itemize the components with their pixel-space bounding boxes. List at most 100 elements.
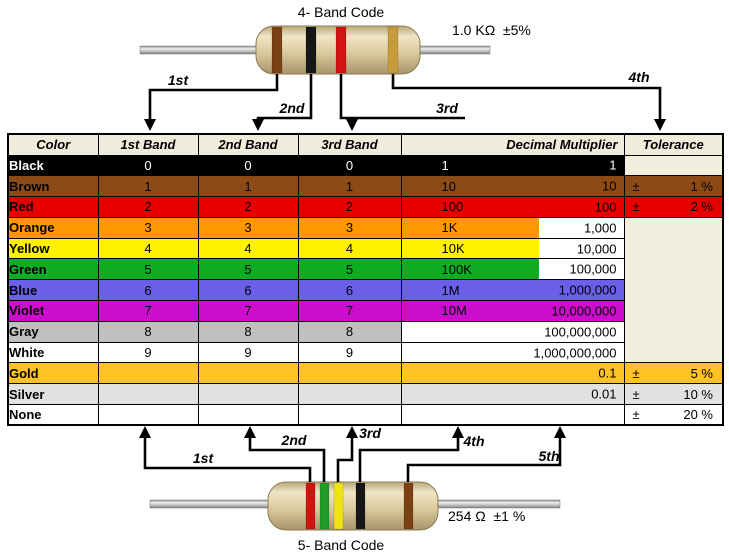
arrow-4th-line — [391, 74, 662, 121]
multiplier-value: 100 — [594, 199, 617, 215]
band-3-digit-cell: 8 — [297, 320, 402, 343]
bottom-arrow-label-3rd: 3rd — [359, 425, 381, 441]
arrowhead-4th — [452, 426, 464, 438]
arrow-4th-line — [358, 436, 460, 482]
decimal-multiplier-cell: 10K 10,000 — [400, 237, 625, 260]
bottom-arrows — [143, 436, 562, 482]
arrowhead-4th — [654, 119, 666, 131]
band-3-digit-cell: 3 — [297, 216, 402, 239]
tolerance-cell: ±20 % — [623, 404, 724, 426]
band-2-digit-cell: 4 — [197, 237, 299, 260]
multiplier-value: 1,000,000 — [558, 282, 617, 298]
multiplier-shorthand: 1 — [441, 157, 449, 173]
tolerance-percent: 20 % — [683, 407, 713, 423]
band-2-digit-cell: 0 — [197, 154, 299, 177]
four-band-resistor — [139, 25, 491, 75]
plus-minus-sign: ± — [632, 365, 640, 381]
multiplier-value: 0.1 — [598, 365, 617, 381]
top-arrowheads — [144, 119, 666, 131]
tolerance-value: ±10 % — [625, 387, 722, 402]
band-1-red — [305, 482, 316, 530]
multiplier-shorthand: 1M — [441, 282, 460, 298]
multiplier-value: 1 — [609, 157, 617, 173]
decimal-multiplier-cell: 0.01 — [400, 383, 625, 406]
arrowhead-3rd — [346, 426, 358, 438]
band-2-digit-cell: 7 — [197, 300, 299, 322]
band-1-digit-cell: 0 — [97, 154, 199, 177]
band-2-digit-cell: 6 — [197, 279, 299, 302]
color-name-cell: Red — [7, 196, 99, 218]
multiplier-shorthand: 10M — [441, 303, 467, 319]
band-2-black — [305, 26, 317, 74]
multiplier-value: 100,000,000 — [544, 324, 617, 340]
four-band-code-title: 4- Band Code — [297, 4, 385, 20]
band-2-digit-cell: 2 — [197, 196, 299, 218]
decimal-multiplier-cell: 10M 10,000,000 — [400, 300, 625, 322]
column-header-2nd-band: 2nd Band — [197, 133, 299, 156]
band-1-digit-cell: 1 — [97, 175, 199, 198]
multiplier-shorthand: 10 — [441, 178, 456, 194]
band-1-digit-cell: 2 — [97, 196, 199, 218]
band-4-gold — [387, 26, 399, 74]
band-1-digit-cell: 8 — [97, 320, 199, 343]
band-1-digit-cell: 6 — [97, 279, 199, 302]
top-arrow-label-2nd: 2nd — [279, 100, 305, 116]
color-name-cell: Gold — [7, 362, 99, 385]
five-band-code-title: 5- Band Code — [297, 537, 385, 553]
band-2-digit-cell: 5 — [197, 258, 299, 281]
tolerance-percent: 2 % — [690, 199, 713, 215]
arrowhead-1st — [144, 119, 156, 131]
five-band-resistor — [149, 481, 561, 531]
multiplier-value: 1,000 — [583, 220, 617, 236]
column-header-3rd-band: 3rd Band — [297, 133, 402, 156]
bottom-arrow-label-4th: 4th — [463, 433, 485, 449]
band-5-brown — [403, 482, 414, 530]
color-name-cell: Brown — [7, 175, 99, 198]
bottom-arrow-label-5th: 5th — [539, 448, 560, 464]
band-1-digit-cell — [97, 362, 199, 385]
arrowhead-2nd — [244, 426, 256, 438]
multiplier-value: 10,000,000 — [551, 303, 617, 319]
bottom-arrowheads — [139, 426, 566, 438]
color-name-cell: Yellow — [7, 237, 99, 260]
band-2-digit-cell — [197, 362, 299, 385]
decimal-multiplier-cell: 100 100 — [400, 196, 625, 218]
decimal-multiplier-cell: 1K 1,000 — [400, 216, 625, 239]
bottom-arrow-label-2nd: 2nd — [281, 432, 307, 448]
multiplier-shorthand: 1K — [441, 220, 458, 236]
band-3-digit-cell: 6 — [297, 279, 402, 302]
band-1-digit-cell: 7 — [97, 300, 199, 322]
multiplier-value: 10,000 — [576, 241, 617, 257]
tolerance-value: ±5 % — [625, 365, 722, 381]
arrow-3rd-line — [336, 436, 354, 482]
table-row-none: None±20 % — [7, 404, 724, 426]
bottom-arrow-label-1st: 1st — [193, 450, 215, 466]
top-arrow-label-4th: 4th — [628, 69, 650, 85]
band-1-digit-cell — [97, 383, 199, 406]
band-2-digit-cell — [197, 404, 299, 426]
band-4-black — [355, 482, 366, 530]
multiplier-shorthand: 10K — [441, 241, 465, 257]
multiplier-shorthand: 100 — [441, 199, 464, 215]
band-3-digit-cell: 7 — [297, 300, 402, 322]
column-header-tolerance: Tolerance — [623, 133, 724, 156]
color-name-cell: Blue — [7, 279, 99, 302]
band-3-red — [335, 26, 347, 74]
band-2-digit-cell: 1 — [197, 175, 299, 198]
band-2-digit-cell: 3 — [197, 216, 299, 239]
color-name-cell: Green — [7, 258, 99, 281]
decimal-multiplier-cell — [400, 404, 625, 426]
multiplier-value: 10 — [602, 178, 617, 194]
multiplier-color-bar: 100K — [402, 259, 540, 279]
